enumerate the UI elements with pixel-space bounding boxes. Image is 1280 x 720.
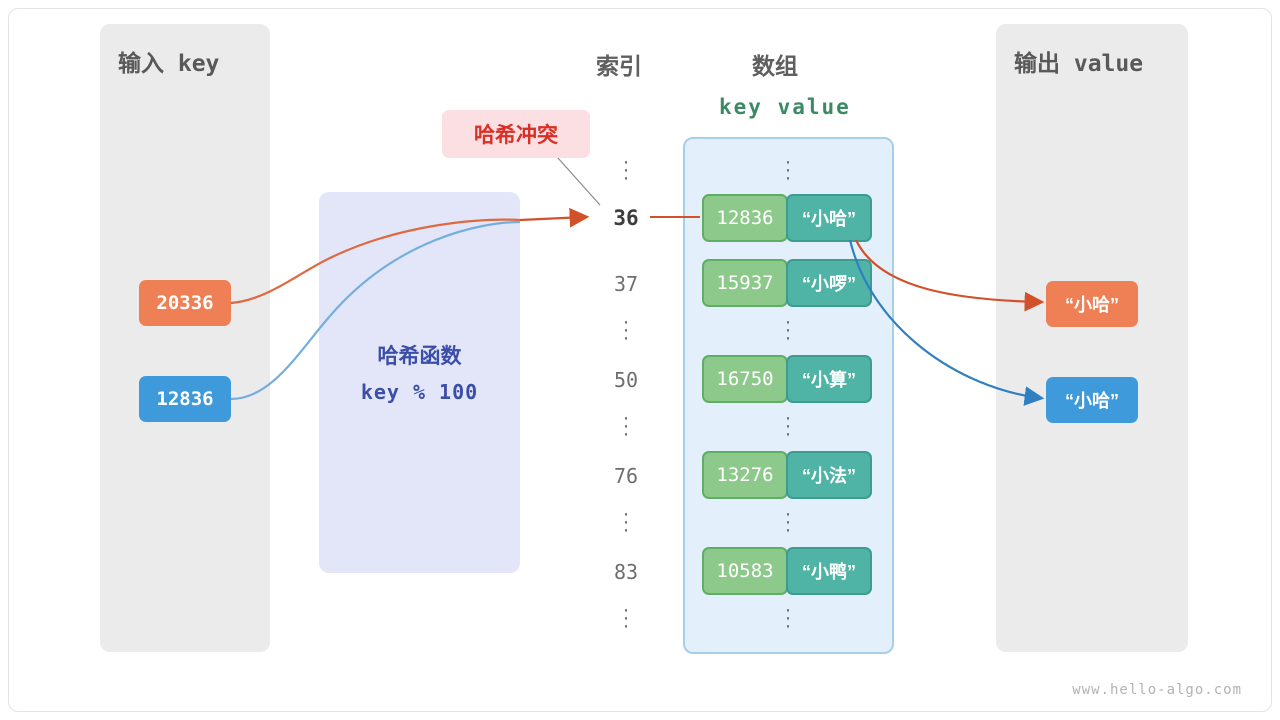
bucket-key-50: 16750 [702, 355, 788, 403]
hash-function-label: 哈希函数 [377, 345, 462, 368]
watermark: www.hello-algo.com [1072, 682, 1242, 698]
index-ellipsis-0: ··· [622, 150, 630, 189]
output-chip-2: “小哈” [1046, 377, 1138, 423]
index-label-36: 36 [613, 206, 639, 230]
bucket-value-37: “小啰” [786, 259, 872, 307]
bucket-key-37: 15937 [702, 259, 788, 307]
bucket-entry-76: 13276 “小法” [702, 451, 874, 499]
bucket-key-83: 10583 [702, 547, 788, 595]
array-ellipsis-2: ··· [784, 406, 792, 445]
output-chip-1: “小哈” [1046, 281, 1138, 327]
collision-badge: 哈希冲突 [442, 110, 590, 158]
index-label-50: 50 [613, 368, 639, 392]
index-label-76: 76 [613, 464, 639, 488]
bucket-key-76: 13276 [702, 451, 788, 499]
index-column-title: 索引 [596, 53, 642, 79]
array-ellipsis-4: ··· [784, 598, 792, 637]
input-panel [100, 24, 270, 652]
input-chip-20336: 20336 [139, 280, 231, 326]
bucket-value-76: “小法” [786, 451, 872, 499]
index-ellipsis-3: ··· [622, 502, 630, 541]
array-column-title: 数组 [752, 53, 798, 79]
index-ellipsis-1: ··· [622, 310, 630, 349]
bucket-value-83: “小鸭” [786, 547, 872, 595]
bucket-value-36: “小哈” [786, 194, 872, 242]
index-ellipsis-4: ··· [622, 598, 630, 637]
index-label-83: 83 [613, 560, 639, 584]
index-label-37: 37 [613, 272, 639, 296]
hash-function-expression: key % 100 [360, 380, 479, 404]
bucket-entry-36: 12836 “小哈” [702, 194, 874, 242]
key-value-header: key value [719, 95, 851, 119]
array-ellipsis-0: ··· [784, 150, 792, 189]
output-panel-title: 输出 value [1014, 51, 1144, 77]
index-ellipsis-2: ··· [622, 406, 630, 445]
bucket-value-50: “小算” [786, 355, 872, 403]
array-ellipsis-3: ··· [784, 502, 792, 541]
bucket-entry-50: 16750 “小算” [702, 355, 874, 403]
input-chip-12836: 12836 [139, 376, 231, 422]
bucket-key-36: 12836 [702, 194, 788, 242]
input-panel-title: 输入 key [118, 51, 220, 77]
bucket-entry-83: 10583 “小鸭” [702, 547, 874, 595]
bucket-entry-37: 15937 “小啰” [702, 259, 874, 307]
output-panel [996, 24, 1188, 652]
array-ellipsis-1: ··· [784, 310, 792, 349]
